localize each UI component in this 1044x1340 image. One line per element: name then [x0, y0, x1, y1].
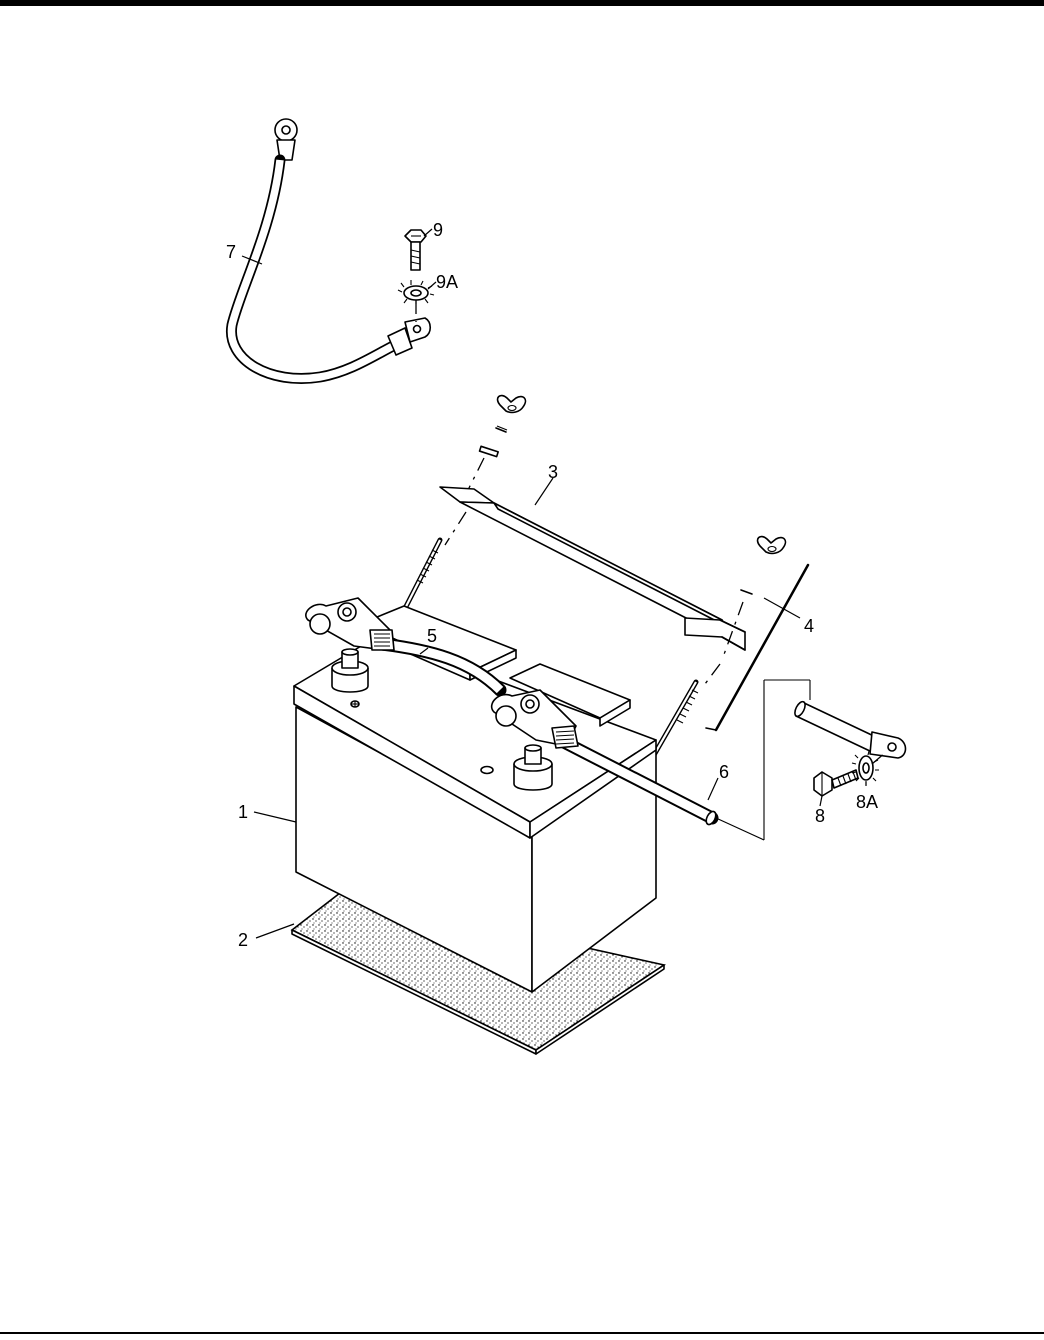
callout-7: 7: [226, 242, 236, 262]
hold-down-bracket-part-3: [440, 487, 745, 650]
star-washer-part-9a: [398, 280, 434, 322]
callout-5: 5: [427, 626, 437, 646]
cable-end-right: [793, 700, 906, 758]
callout-8a: 8A: [856, 792, 878, 812]
callout-9: 9: [433, 220, 443, 240]
callout-6: 6: [719, 762, 729, 782]
wing-nut-left: [468, 396, 525, 490]
callout-2: 2: [238, 930, 248, 950]
wing-nut-right: [741, 537, 785, 594]
callout-3: 3: [548, 462, 558, 482]
ground-cable-part-7: [231, 119, 430, 378]
callout-1: 1: [238, 802, 248, 822]
cotter-pin-part-4: [706, 565, 808, 730]
bolt-part-8: [814, 770, 858, 796]
callout-8: 8: [815, 806, 825, 826]
callout-4: 4: [804, 616, 814, 636]
callout-9a: 9A: [436, 272, 458, 292]
star-washer-part-8a: [852, 751, 886, 785]
bolt-part-9: [405, 230, 426, 270]
